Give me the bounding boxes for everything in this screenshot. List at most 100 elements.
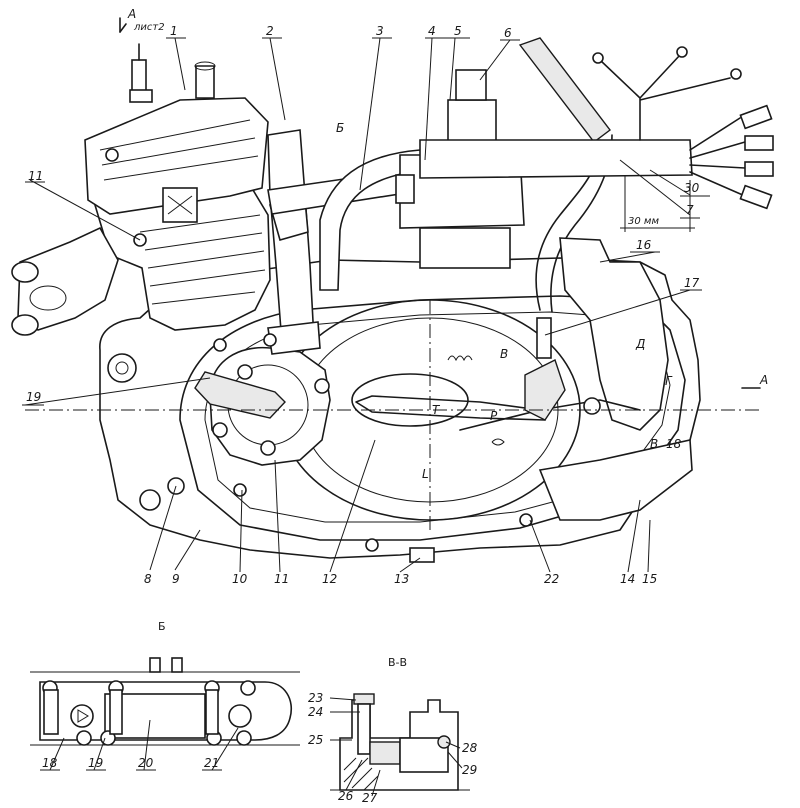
section-mark-d: Д <box>635 337 645 351</box>
callout-3: 3 <box>376 24 384 38</box>
ring-terminal-2 <box>676 46 688 58</box>
callout-11-top: 11 <box>28 169 43 183</box>
callout-7: 7 <box>686 203 694 217</box>
callout-14: 14 <box>620 572 635 586</box>
callout-underlines <box>22 37 710 406</box>
mount-lug-left-hole <box>115 361 129 375</box>
mount-lug-bottom <box>139 489 161 511</box>
connector-3 <box>744 161 774 177</box>
carburetor-flange <box>395 174 415 204</box>
area-mark-t: Т <box>432 403 441 417</box>
rear-bracket <box>559 237 669 431</box>
section-vv-callout-25: 25 <box>308 733 323 747</box>
head-pipe <box>195 65 215 99</box>
callout-17: 17 <box>684 276 700 290</box>
harness-wire-3 <box>689 164 746 169</box>
mount-lug-right <box>583 397 601 415</box>
detail-b-title: Б <box>158 620 166 633</box>
detail-b-leaders <box>40 719 239 771</box>
spring-detail <box>447 355 473 362</box>
section-vv-callout-26: 26 <box>338 789 354 803</box>
callout-9: 9 <box>172 572 180 586</box>
section-mark-g: Г <box>665 374 673 388</box>
detail-b-tab-1 <box>149 657 161 673</box>
harness-wire-2 <box>689 141 746 159</box>
detail-b-port-1-arrow <box>77 709 89 723</box>
section-vv-callout-28: 28 <box>462 741 478 755</box>
detail-b-callout-19: 19 <box>88 756 103 770</box>
cylinder-barrel <box>93 184 271 331</box>
section-vv-shaft <box>357 703 371 755</box>
callout-15: 15 <box>642 572 657 586</box>
head-pipe-end <box>194 61 216 71</box>
breaker-screw <box>536 317 552 359</box>
detail-b-view: Б <box>30 620 300 771</box>
section-mark-v2: В <box>650 437 658 451</box>
connector-1 <box>739 104 773 130</box>
section-vv-spring <box>437 735 451 749</box>
section-vv-hatch <box>343 757 379 791</box>
section-vv-callout-24: 24 <box>308 705 323 719</box>
gear-lever <box>459 399 641 431</box>
section-vv-screw-head <box>353 693 375 705</box>
view-a-arrow-2 <box>119 23 127 33</box>
view-a-side-letter: A <box>759 373 768 387</box>
callout-4: 4 <box>428 24 436 38</box>
section-vv-callout-29: 29 <box>462 763 477 777</box>
callout-19: 19 <box>26 390 41 404</box>
mount-lug-left <box>107 353 137 383</box>
detail-b-callout-20: 20 <box>138 756 154 770</box>
leader-lines <box>24 37 691 573</box>
detail-b-port-2 <box>228 704 252 728</box>
main-view: A лист2 Б 30 мм В Г Д В L P Т A 1 2 3 4 … <box>11 7 774 586</box>
callout-16: 16 <box>636 238 652 252</box>
intake-oval <box>29 285 67 311</box>
section-vv-title: В-В <box>388 656 407 669</box>
carburetor-cap <box>455 69 487 101</box>
cylinder-head <box>84 97 269 215</box>
lower-bracket <box>538 439 693 521</box>
callout-22: 22 <box>544 572 559 586</box>
section-vv-view: В-В 23 24 25 26 27 28 29 <box>308 656 478 805</box>
head-window-cross <box>167 195 193 215</box>
section-vv-insert <box>369 741 401 765</box>
head-fins <box>99 119 259 181</box>
section-vv-callout-27: 27 <box>362 791 378 805</box>
callout-30: 30 <box>684 181 700 195</box>
detail-b-callout-18: 18 <box>42 756 58 770</box>
callout-6: 6 <box>504 26 512 40</box>
callout-11-bottom: 11 <box>274 572 289 586</box>
breaker-assembly <box>524 359 566 421</box>
area-mark-l: L <box>422 467 429 481</box>
intake-port-1 <box>11 261 39 283</box>
callout-12: 12 <box>322 572 337 586</box>
detail-b-clamps <box>42 680 256 746</box>
callout-10: 10 <box>232 572 248 586</box>
harness-branch <box>599 54 731 141</box>
spring-detail-2 <box>491 438 505 446</box>
detail-b-tab-2 <box>171 657 183 673</box>
callout-8: 8 <box>144 572 152 586</box>
section-mark-v1: В <box>500 347 508 361</box>
detail-b-port-1 <box>70 704 94 728</box>
callout-1: 1 <box>170 24 178 38</box>
callout-5: 5 <box>454 24 462 38</box>
section-vv-callout-23: 23 <box>308 691 323 705</box>
callout-13: 13 <box>394 572 409 586</box>
dim-30mm-label: 30 мм <box>628 216 659 227</box>
view-b-letter: Б <box>336 121 344 135</box>
area-mark-p: P <box>490 409 498 423</box>
harness-wire-1 <box>689 117 741 151</box>
callout-18: 18 <box>666 437 682 451</box>
spark-plug-nut <box>129 89 153 103</box>
wiring-harness <box>419 139 693 179</box>
drain-plug <box>409 547 435 563</box>
intake-port-2 <box>11 314 39 336</box>
callout-2: 2 <box>266 24 274 38</box>
view-a-sheet-label: лист2 <box>133 22 165 33</box>
connector-2 <box>744 135 774 151</box>
section-vv-leaders <box>329 697 463 797</box>
harness-wire-4 <box>689 171 746 197</box>
throttle-grip <box>518 37 611 143</box>
